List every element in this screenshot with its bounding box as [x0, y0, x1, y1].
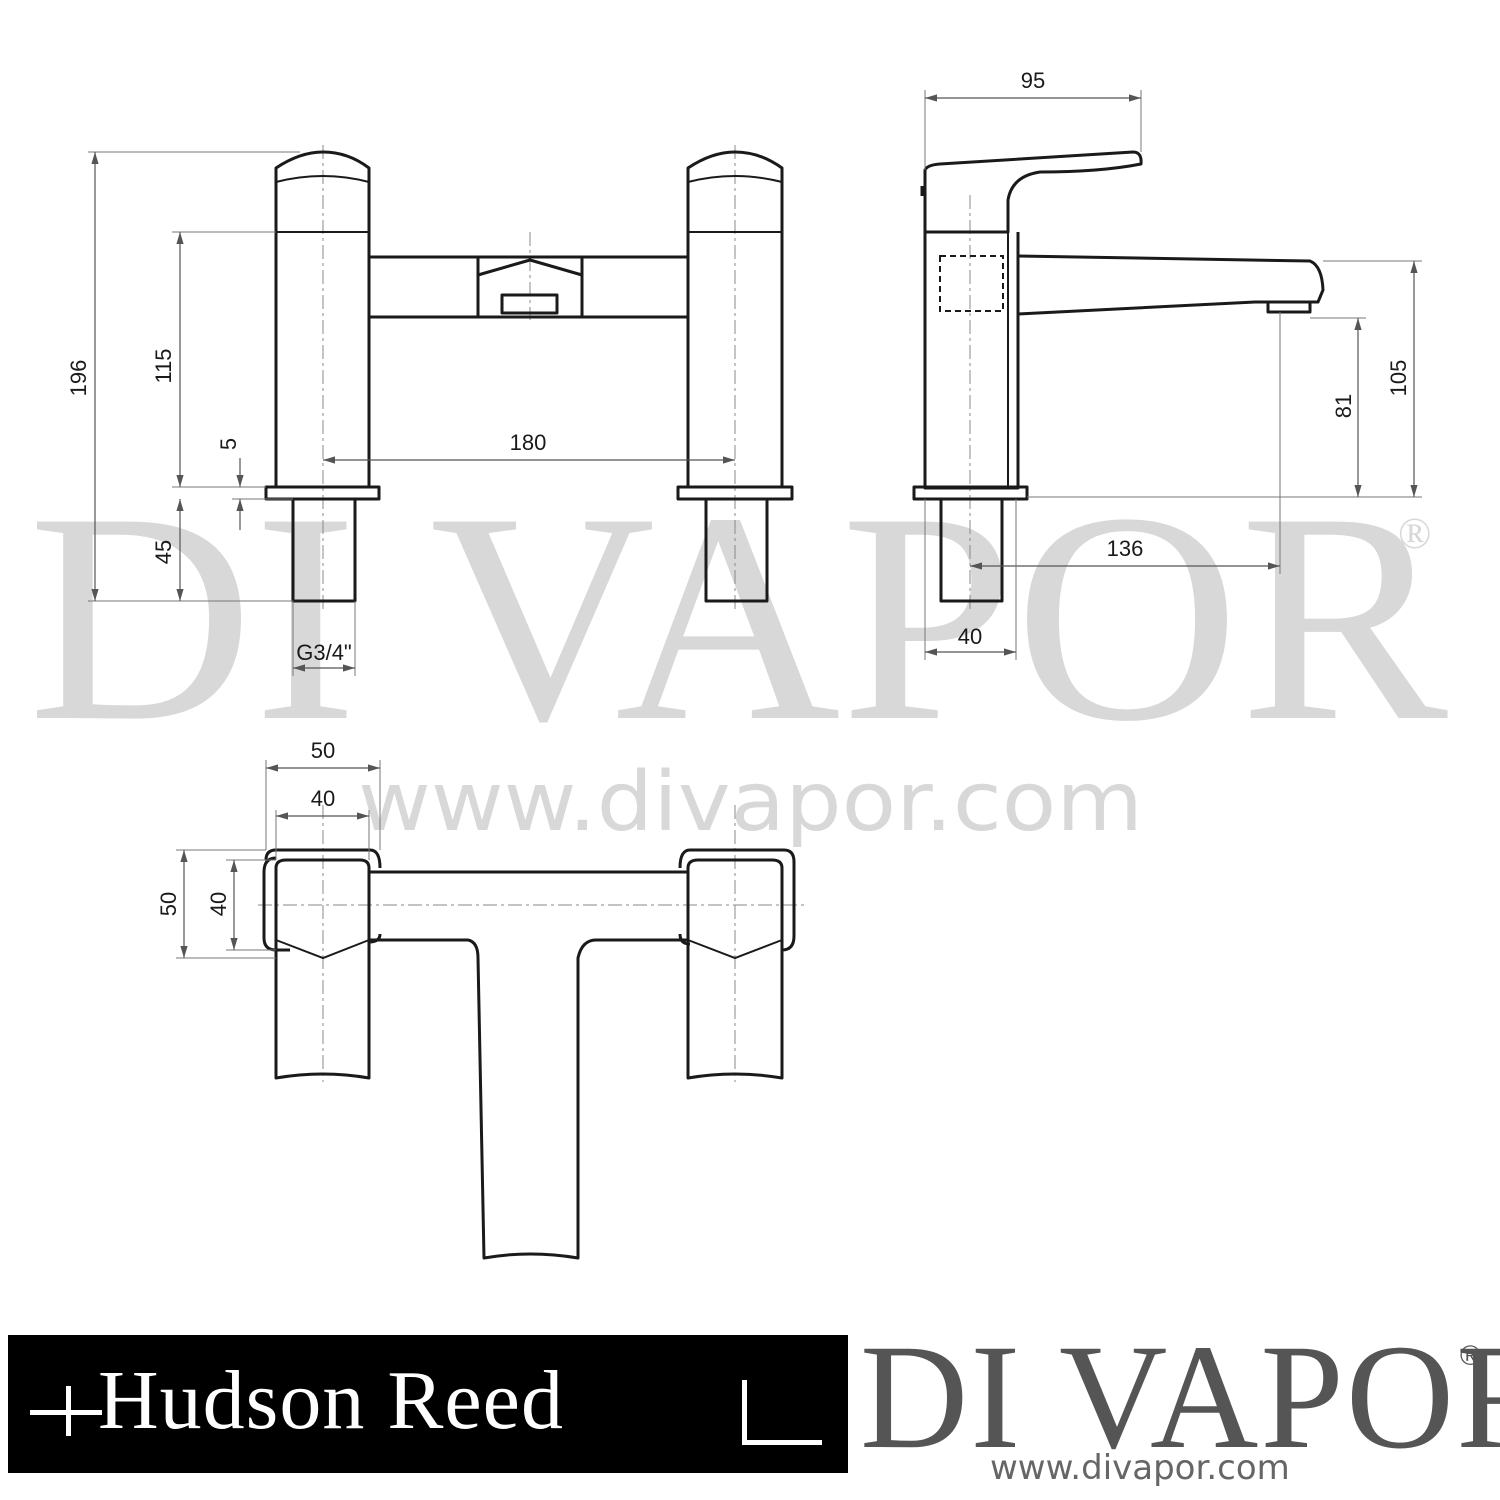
dim-side-base: 40	[958, 624, 982, 649]
side-body	[923, 232, 1020, 490]
side-spout	[1017, 254, 1325, 316]
dim-front-total-height: 196	[66, 360, 91, 397]
front-left-handle	[274, 150, 371, 488]
di-vapor-url: www.divapor.com	[990, 1448, 1290, 1488]
watermark-reg: ®	[1398, 509, 1431, 558]
front-crossbar	[367, 255, 690, 319]
dim-front-thread: G3/4"	[296, 640, 352, 665]
di-vapor-registered-mark: ®	[1460, 1340, 1481, 1371]
plan-view: 50 40 50 40	[156, 738, 805, 1260]
side-lever	[920, 150, 1143, 234]
hudson-reed-logo-left-stem	[66, 1386, 71, 1436]
hudson-reed-logo-right-bar	[742, 1440, 822, 1445]
dim-side-projection: 136	[1107, 536, 1144, 561]
dim-front-handle-height: 115	[151, 348, 176, 383]
plan-left-handle	[274, 858, 371, 1080]
front-spout-housing	[476, 258, 584, 316]
front-right-tail	[704, 497, 769, 603]
side-view: 95 105 81 136 40	[912, 68, 1422, 660]
watermark-url: www.divapor.com	[358, 755, 1143, 850]
watermark-text: DI VAPOR	[28, 451, 1450, 783]
side-tail	[939, 497, 1004, 603]
hudson-reed-logo-text: Hudson Reed	[98, 1354, 564, 1447]
dim-front-plate: 5	[216, 438, 241, 450]
dim-plan-outer-depth: 50	[156, 892, 181, 916]
hudson-reed-logo	[8, 1335, 848, 1473]
di-vapor-logo: DI VAPOR	[860, 1314, 1500, 1480]
dim-plan-outer-width: 50	[311, 738, 335, 763]
side-aerator	[1266, 300, 1312, 314]
dim-side-spout-height: 105	[1386, 360, 1411, 397]
front-aerator	[500, 293, 559, 315]
front-right-handle	[686, 150, 784, 488]
dim-plan-inner-depth: 40	[206, 892, 231, 916]
hudson-reed-logo-right-stem	[742, 1380, 747, 1444]
dim-front-centres: 180	[510, 430, 547, 455]
plan-right-handle	[686, 858, 784, 1080]
watermark: DI VAPOR ® www.divapor.com	[28, 451, 1450, 850]
plan-left-rosette	[262, 848, 382, 952]
plan-spout	[369, 870, 688, 1260]
plan-right-rosette	[678, 848, 796, 952]
dim-side-depth: 95	[1021, 68, 1045, 93]
front-view: 196 115 5 45 180 G3/4"	[66, 145, 794, 676]
dim-side-outlet-height: 81	[1331, 394, 1356, 418]
dim-front-tail: 45	[151, 540, 176, 564]
front-left-tail	[291, 497, 357, 603]
dim-plan-inner-width: 40	[311, 786, 335, 811]
